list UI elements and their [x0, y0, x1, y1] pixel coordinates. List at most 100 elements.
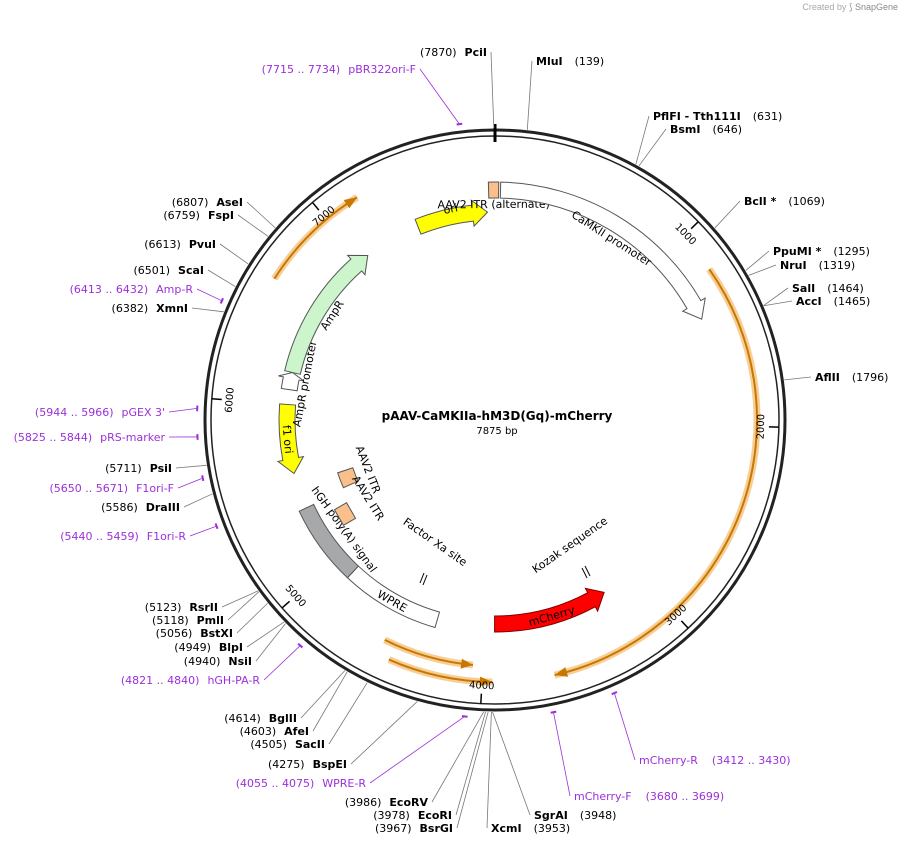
site-name: BlpI	[219, 641, 243, 654]
site-draiii: (5586) DraIII	[101, 501, 180, 514]
site-position: (4949)	[174, 641, 211, 654]
site-line-nsii	[255, 623, 286, 662]
site-name: XmnI	[156, 302, 188, 315]
site-position: (1464)	[827, 282, 864, 295]
feature-camkii-promoter	[499, 181, 706, 320]
site-line-acci	[763, 300, 793, 307]
orf-arcs	[271, 194, 761, 687]
feature-label-ori: ori	[442, 201, 459, 217]
primer-name: pRS-marker	[100, 431, 165, 444]
site-mlui: MluI(139)	[536, 55, 604, 68]
primer-line-f1ori-f	[177, 477, 203, 489]
tick-3000	[680, 620, 689, 629]
primer-name: Amp-R	[156, 283, 193, 296]
primer-line-pgex-3	[168, 408, 198, 413]
primer-range: (3412 .. 3430)	[712, 754, 791, 767]
feature-aav2-itr-alt	[487, 181, 500, 199]
site-position: (631)	[753, 110, 783, 123]
orf-arc-1-head	[554, 667, 569, 677]
site-line-sacii	[328, 682, 368, 745]
primer-name: F1ori-F	[136, 482, 174, 495]
site-rsrii: (5123)RsrII	[145, 601, 218, 614]
label-factor-xa: Factor Xa site	[401, 515, 470, 569]
primer-line-pbr322ori-f	[419, 68, 460, 125]
site-name: PpuMI *	[773, 245, 822, 258]
site-line-bspei	[350, 701, 418, 765]
site-position: (3948)	[580, 809, 617, 822]
feature-label-f1-ori: f1 ori	[280, 424, 296, 454]
site-line-bsrgi	[456, 711, 489, 829]
site-xcmi: XcmI(3953)	[491, 822, 570, 835]
feature-ampr-promoter	[278, 371, 305, 392]
site-line-afei	[312, 671, 348, 732]
primer-name: mCherry-R	[639, 754, 698, 767]
site-line-bcli	[714, 200, 741, 229]
primer-mark-amp-r	[219, 297, 224, 304]
primer-range: (5825 .. 5844)	[14, 431, 93, 444]
primer-line-f1ori-r	[189, 525, 217, 537]
tick-5000	[281, 600, 291, 609]
snapgene-name: SnapGene	[854, 2, 898, 12]
primer-range: (5440 .. 5459)	[60, 530, 139, 543]
feature-ori	[414, 199, 489, 235]
orf-arc-3-head	[460, 658, 473, 669]
orf-arc-1	[554, 268, 758, 677]
site-aflii: AflII (1796)	[815, 371, 888, 384]
primer-line-mcherry-f	[553, 712, 571, 797]
site-position: (6613)	[144, 238, 181, 251]
site-psii: (5711)PsiI	[105, 462, 172, 475]
created-by-text: Created by	[802, 2, 847, 12]
snapgene-credit: Created by ⟆ SnapGene	[802, 2, 898, 13]
site-pcii: (7870)PciI	[420, 46, 487, 59]
tick-7000	[311, 201, 320, 211]
site-position: (646)	[713, 123, 743, 136]
tick-6000	[211, 398, 222, 401]
kozak-mark-2	[584, 565, 591, 577]
tick-label-6000: 6000	[224, 387, 237, 413]
orf-arc-1-highlight	[553, 267, 761, 679]
site-name: BstXI	[200, 627, 233, 640]
site-line-pcii	[490, 51, 495, 129]
site-name: BspEI	[313, 758, 347, 771]
site-name: DraIII	[146, 501, 180, 514]
site-bstxi: (5056) BstXI	[156, 627, 233, 640]
site-position: (6382)	[112, 302, 149, 315]
primer-amp-r: (6413 .. 6432)Amp-R	[70, 283, 194, 296]
site-name: PmlI	[197, 614, 224, 627]
site-name: BclI *	[744, 195, 777, 208]
site-position: (5056)	[156, 627, 193, 640]
site-line-draiii	[183, 493, 213, 508]
site-line-fspi	[237, 214, 269, 237]
primer-name: WPRE-R	[322, 777, 366, 790]
site-position: (1465)	[834, 295, 871, 308]
site-line-sgrai	[492, 711, 531, 816]
site-position: (3953)	[534, 822, 571, 835]
primer-mark-wpre-r	[461, 715, 468, 718]
tick-label-5000: 5000	[283, 583, 308, 609]
site-position: (3967)	[375, 822, 412, 835]
site-line-rsrii	[221, 590, 259, 608]
site-name: PflFI - Tth111I	[653, 110, 741, 123]
site-sali: SalI(1464)	[792, 282, 864, 295]
site-bsrgi: (3967)BsrGI	[375, 822, 453, 835]
site-position: (4603)	[240, 725, 277, 738]
site-name: AccI	[796, 295, 822, 308]
site-position: (1796)	[852, 371, 889, 384]
site-name: ScaI	[178, 264, 204, 277]
site-name: AflII	[815, 371, 840, 384]
primer-mark-f1ori-r	[214, 523, 219, 530]
site-name: AseI	[216, 196, 243, 209]
site-position: (1319)	[819, 259, 856, 272]
site-nrui: NruI(1319)	[780, 259, 855, 272]
primer-mcherry-f: mCherry-F(3680 .. 3699)	[574, 790, 724, 803]
primer-wpre-r: (4055 .. 4075)WPRE-R	[236, 777, 367, 790]
site-bglii: (4614)BglII	[224, 712, 297, 725]
feature-ampr	[284, 254, 369, 375]
site-position: (5586)	[101, 501, 138, 514]
site-blpi: (4949) BlpI	[174, 641, 243, 654]
site-sacii: (4505)SacII	[250, 738, 325, 751]
site-position: (4940)	[184, 655, 221, 668]
kozak-mark	[581, 567, 588, 579]
